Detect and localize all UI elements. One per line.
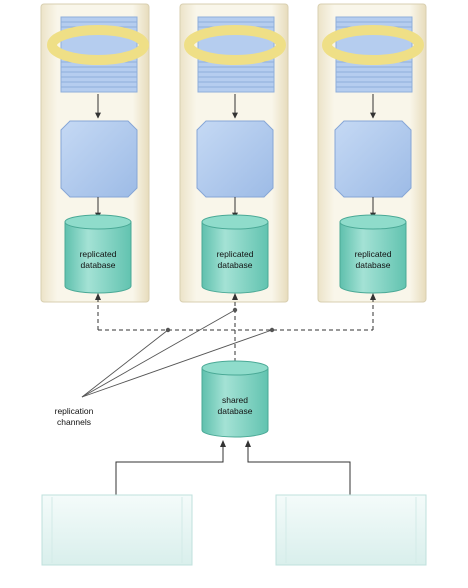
replication-channels-label-line2: channels xyxy=(57,417,91,427)
db-label-line1: replicated xyxy=(217,249,254,259)
db-label-line1: replicated xyxy=(80,249,117,259)
server-box xyxy=(196,120,274,198)
cluster-node-1: replicated database xyxy=(40,3,150,303)
client-connections xyxy=(115,447,351,495)
ring-icon xyxy=(184,25,286,65)
arrowhead-client-1 xyxy=(220,440,226,447)
replication-bus xyxy=(97,296,374,362)
arrowhead-client-2 xyxy=(245,440,251,447)
cluster-node-3: replicated database xyxy=(317,3,427,303)
db-label-line2: database xyxy=(81,260,116,270)
ring-icon xyxy=(47,25,149,65)
annotation-leaders xyxy=(81,309,273,398)
replicated-database: replicated database xyxy=(339,214,407,294)
client-box-1 xyxy=(41,494,193,566)
shared-db-label-line2: database xyxy=(218,406,253,416)
replicated-database: replicated database xyxy=(64,214,132,294)
cluster-node-2: replicated database xyxy=(179,3,289,303)
shared-db-label-line1: shared xyxy=(222,395,248,405)
arrowhead-node-1 xyxy=(95,293,101,300)
arrowhead-node-2 xyxy=(232,293,238,300)
server-box xyxy=(334,120,412,198)
client-1-connector xyxy=(115,447,224,495)
ring-icon xyxy=(322,25,424,65)
shared-database: shared database xyxy=(201,360,269,438)
replication-channels-label-line1: replication xyxy=(55,406,94,416)
arrowhead-node-3 xyxy=(370,293,376,300)
client-2-connector xyxy=(247,447,351,495)
client-box-2 xyxy=(275,494,427,566)
db-label-line2: database xyxy=(356,260,391,270)
db-label-line1: replicated xyxy=(355,249,392,259)
db-label-line2: database xyxy=(218,260,253,270)
server-box xyxy=(60,120,138,198)
replicated-database: replicated database xyxy=(201,214,269,294)
